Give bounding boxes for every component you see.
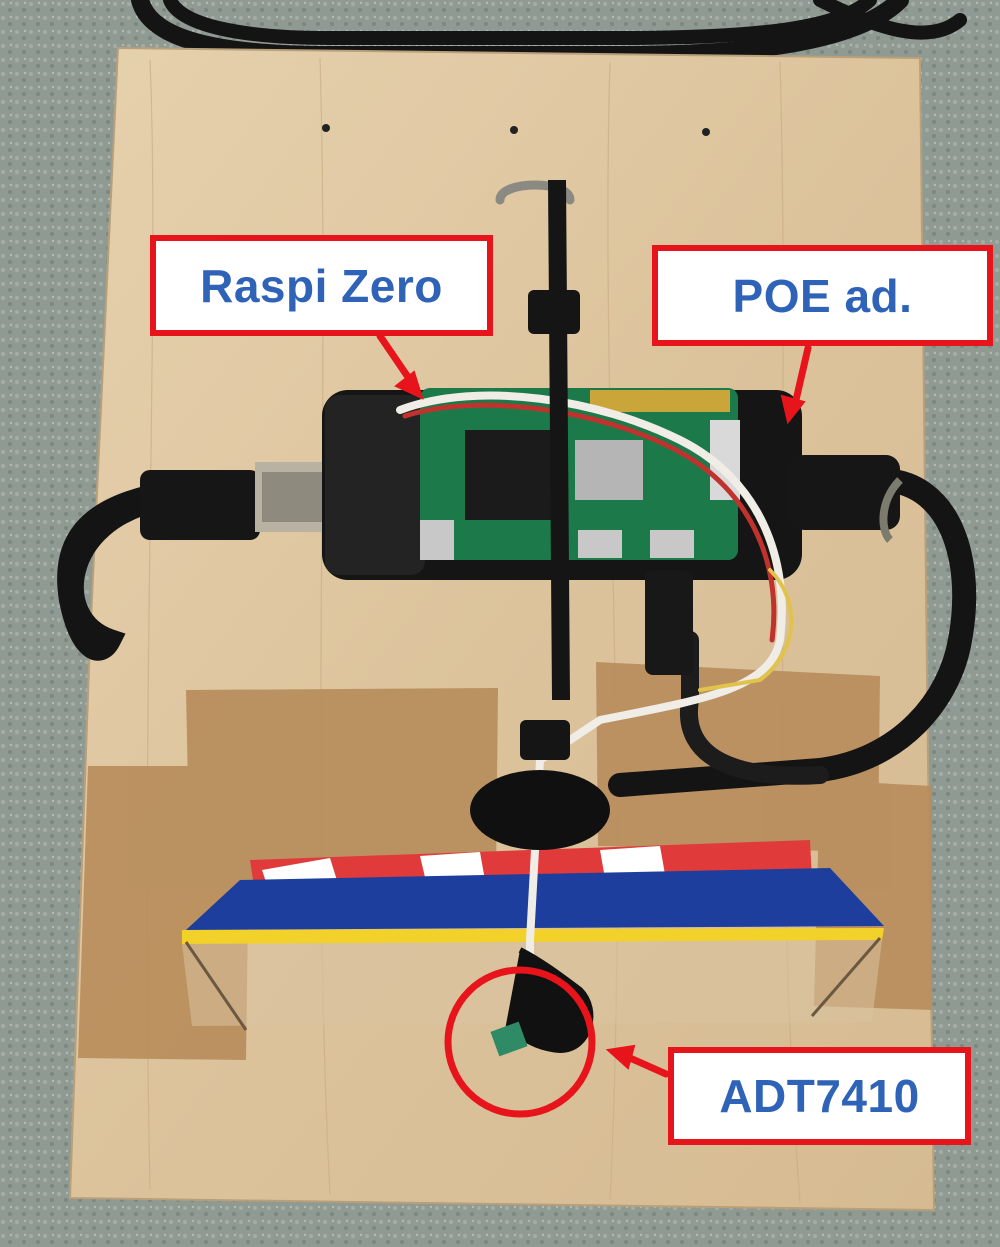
taped-junction <box>470 770 610 850</box>
poe-output-plug <box>790 455 903 543</box>
arrow-poe <box>792 344 812 404</box>
arrowhead-adt <box>605 1044 636 1070</box>
arrow-adt <box>626 1054 670 1078</box>
metal-hook <box>495 180 575 205</box>
rj45-plug <box>140 462 335 540</box>
wifi-chip <box>575 440 643 500</box>
sensor-highlight-circle <box>444 966 596 1118</box>
arrowhead-raspi <box>394 370 424 400</box>
pencil-marks <box>322 124 710 136</box>
poe-adapter-tape <box>325 395 425 575</box>
cable-tie <box>520 180 580 760</box>
callout-adt7410: ADT7410 <box>668 1047 971 1145</box>
usb-cable <box>645 570 693 675</box>
callout-poe-adapter: POE ad. <box>652 245 993 346</box>
duct-tape <box>78 662 932 1060</box>
annotation-arrows <box>376 332 812 1078</box>
processor-chip <box>465 430 555 520</box>
arrowhead-poe <box>780 394 806 425</box>
ethernet-cable-right <box>608 468 977 797</box>
sensor-wires <box>396 391 794 1014</box>
cable-to-poe <box>679 631 829 785</box>
callout-raspi-zero: Raspi Zero <box>150 235 493 336</box>
ethernet-cable-loop <box>57 485 171 661</box>
arrow-raspi <box>376 332 414 384</box>
